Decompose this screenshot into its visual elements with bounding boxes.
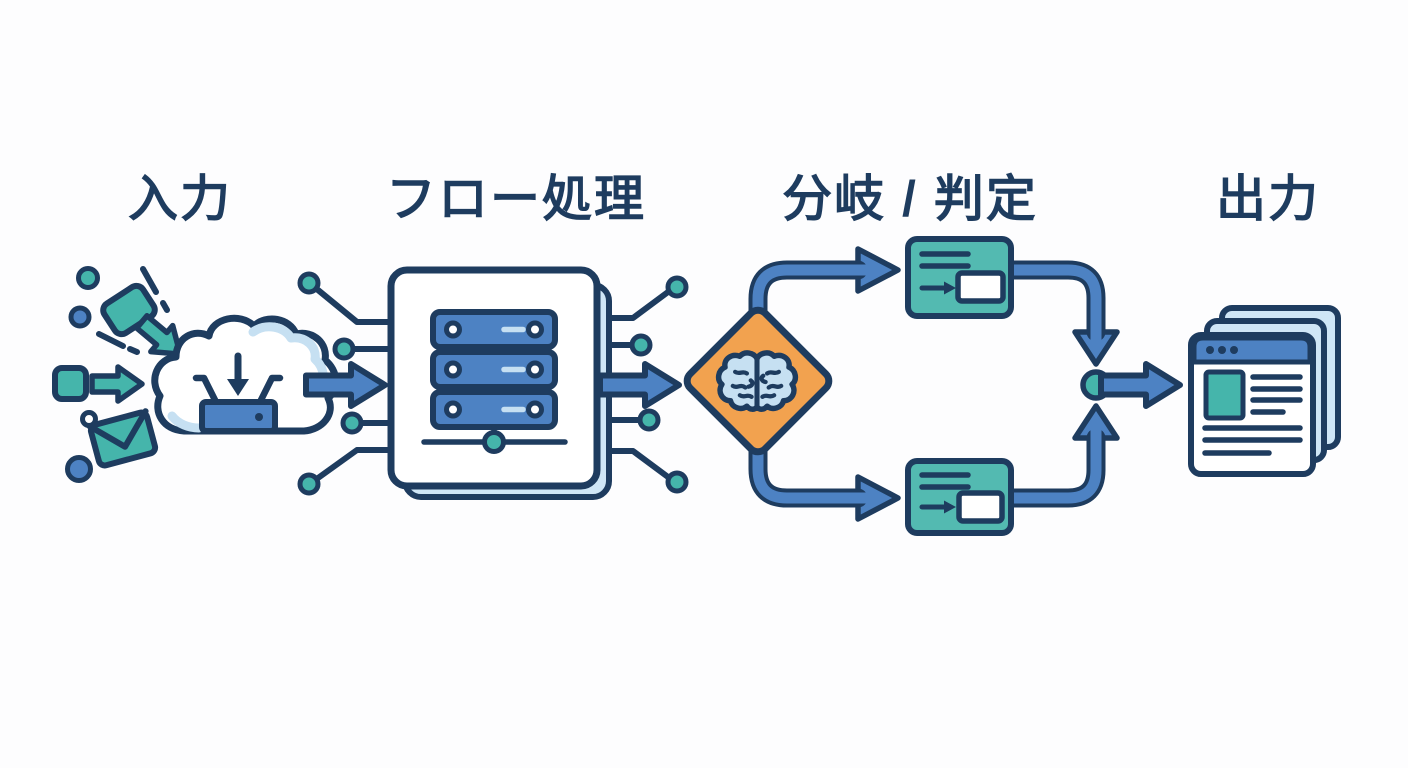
trace-node [637,408,661,432]
browser-dot [1206,346,1214,354]
browser-header [1191,335,1313,365]
rule-card-arrow-head [944,281,956,295]
trace-node [340,411,364,435]
browser-dot [1230,346,1238,354]
browser-dot [1218,346,1226,354]
trace-left-1 [315,287,396,325]
input-dot-blue-2 [65,455,93,483]
document-stack-icon [1188,305,1341,477]
server-led [444,360,462,379]
rule-card-bottom [905,458,1014,536]
circuit-trace-nodes [297,271,689,496]
page-text-lines [1202,374,1303,456]
input-dot-blue [68,305,92,329]
merge-to-output-arrow [1101,364,1180,406]
process-box [387,266,612,500]
brain-sulci [730,369,784,399]
rule-card-lines [919,472,971,490]
page-image-block [1203,369,1246,421]
network-node [482,430,506,454]
server-unit [430,309,558,350]
server-led [526,320,544,339]
trace-node [297,472,321,496]
stage-title-branch: 分岐 / 判定 [782,171,1038,227]
server-led [444,400,462,419]
trace-node [332,337,356,361]
tray-dot [255,413,263,421]
tray-box [199,399,278,434]
stage-title-process: フロー処理 [386,171,646,227]
input-arrow-right-icon [92,367,142,401]
branch-arrows [748,246,1120,522]
branch-bottom-core [752,440,868,504]
server-led [526,400,544,419]
tray-walls [192,374,284,404]
input-square [52,365,89,402]
server-stack-icon [421,309,568,454]
merge-up-core [1012,428,1102,504]
cloud-shading-2 [167,411,204,433]
server-led [444,320,462,339]
motion-dashes [96,266,170,355]
input-dot-teal [76,266,100,290]
merge-down-core [1012,264,1102,342]
stage-title-output: 出力 [1216,171,1320,227]
trace-node [297,271,321,295]
decision-diamond [683,306,833,456]
rule-card-lines [919,251,971,269]
server-led [526,360,544,379]
cloud-download-icon [151,314,340,435]
branch-bottom-outline [748,430,868,508]
stage-title-input: 入力 [128,171,232,227]
brain-decision-icon [715,350,799,412]
rule-card-slot [956,490,1005,524]
trace-node [665,275,689,299]
branch-top-core [752,264,868,322]
envelope-icon [86,408,159,469]
trace-node [629,333,653,357]
trace-left-4 [315,447,396,481]
download-arrow-head [227,379,249,396]
server-unit [430,349,558,390]
input-shapes [52,266,191,483]
rule-card-arrow-head [944,500,956,514]
rule-card-top [905,236,1014,319]
rule-card-slot [955,270,1006,304]
trace-node [665,470,689,494]
